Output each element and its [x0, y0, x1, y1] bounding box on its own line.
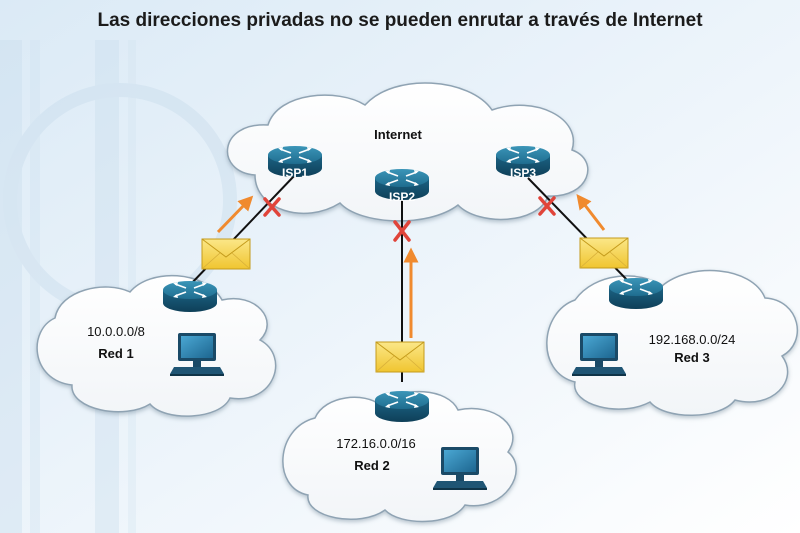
diagram-title: Las direcciones privadas no se pueden en… [97, 10, 703, 31]
red1-name: Red 1 [98, 346, 133, 361]
red1-router [162, 280, 218, 313]
red2-address: 172.16.0.0/16 [336, 436, 416, 451]
red3-name: Red 3 [674, 350, 709, 365]
red3-pc-icon [572, 333, 626, 376]
internet-label: Internet [374, 127, 422, 142]
blocked-x-icon [263, 197, 281, 217]
red3-cloud [546, 269, 798, 416]
arrow-red3 [576, 194, 606, 231]
blocked-x-icon [538, 196, 556, 216]
packet-envelope-red1 [201, 238, 251, 270]
packet-envelope-red3 [579, 237, 629, 269]
red3-address: 192.168.0.0/24 [649, 332, 736, 347]
red3-router [608, 277, 664, 310]
isp2-router: ISP2 [374, 168, 430, 204]
packet-envelope-red2 [375, 341, 425, 373]
isp2-label: ISP2 [389, 190, 415, 204]
blocked-marks [263, 196, 556, 242]
red2-pc-icon [433, 447, 487, 490]
red1-address: 10.0.0.0/8 [87, 324, 145, 339]
arrow-red1 [216, 195, 254, 234]
blocked-x-icon [393, 220, 411, 242]
isp1-router: ISP1 [267, 145, 323, 180]
isp3-router: ISP3 [495, 145, 551, 180]
red1-pc-icon [170, 333, 224, 376]
isp3-label: ISP3 [510, 166, 536, 180]
red2-router [374, 390, 430, 423]
background-decoration [0, 40, 237, 533]
red2-name: Red 2 [354, 458, 389, 473]
isp1-label: ISP1 [282, 166, 308, 180]
red1-cloud [36, 274, 277, 417]
packet-arrows [216, 194, 606, 338]
internet-cloud [226, 82, 589, 222]
